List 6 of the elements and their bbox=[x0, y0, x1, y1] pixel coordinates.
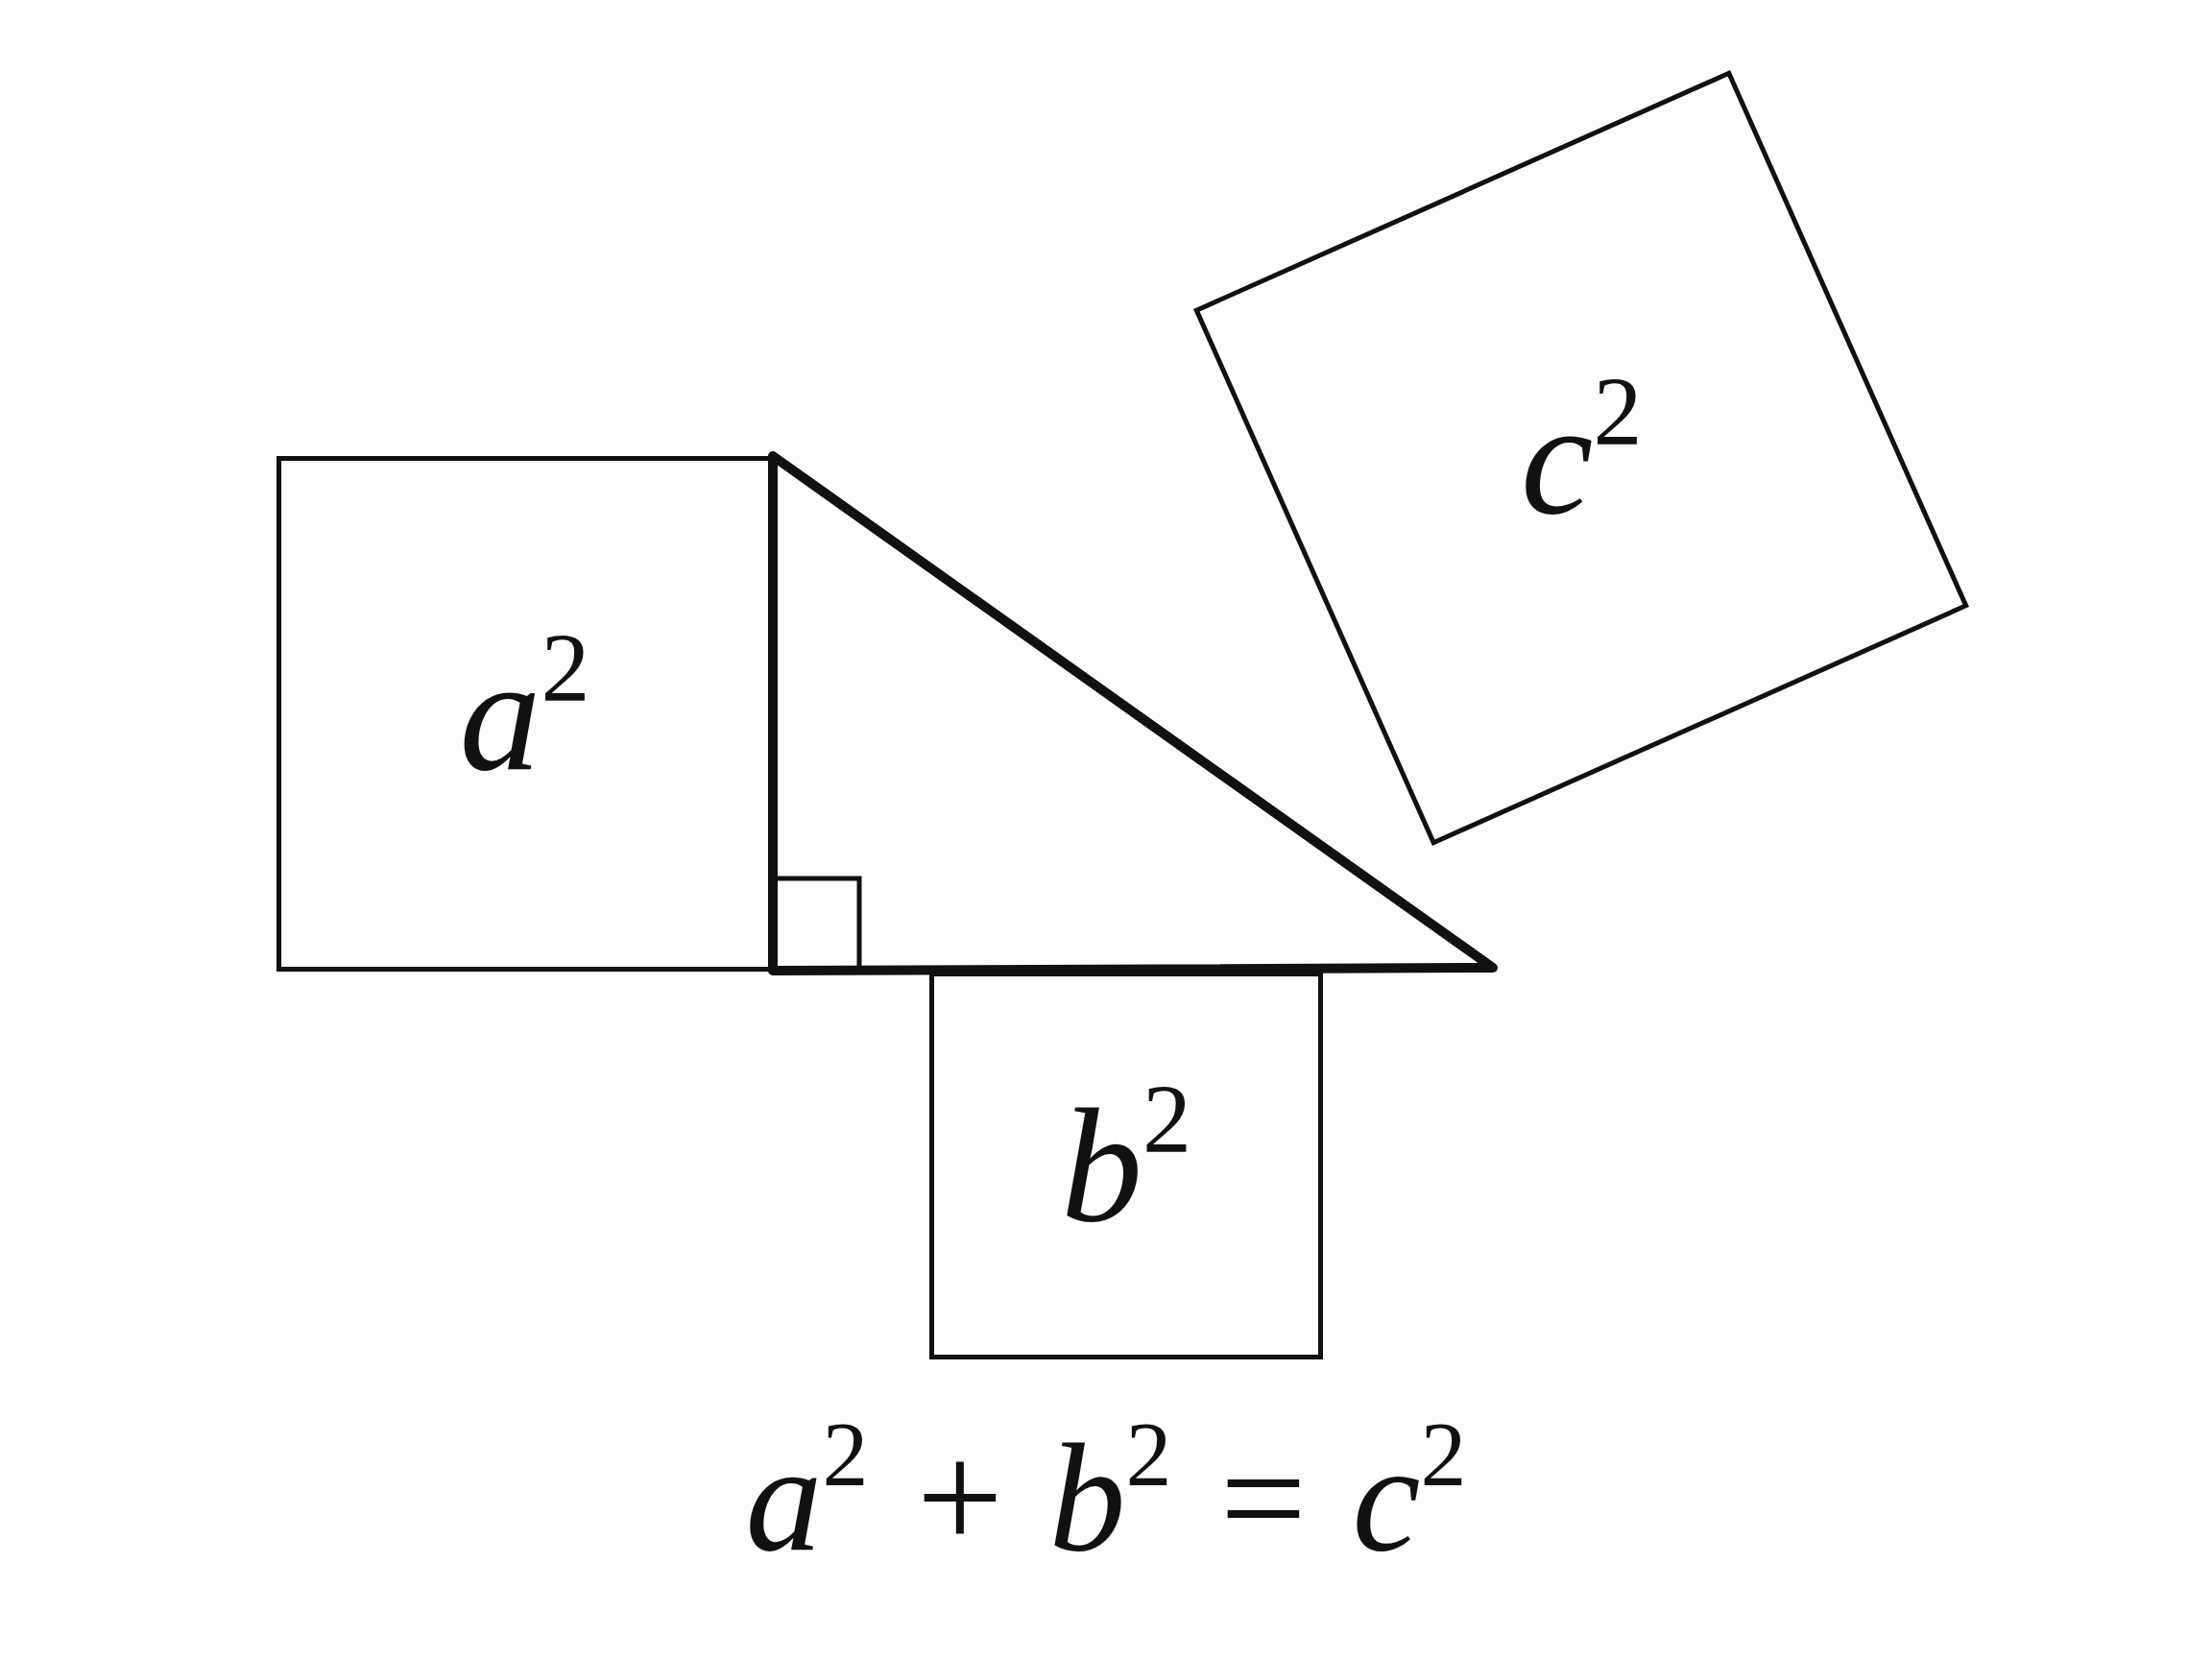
area-label: c$^{2}$ bbox=[1520, 376, 1643, 540]
equation: a$^{2}$ + b$^{2}$ = c$^{2}$ bbox=[745, 1421, 1467, 1575]
area-label: b$^{2}$ bbox=[1061, 1084, 1191, 1247]
area-label: a$^{2}$ bbox=[459, 632, 590, 796]
square bbox=[929, 972, 1323, 1359]
right-triangle bbox=[768, 451, 1498, 975]
